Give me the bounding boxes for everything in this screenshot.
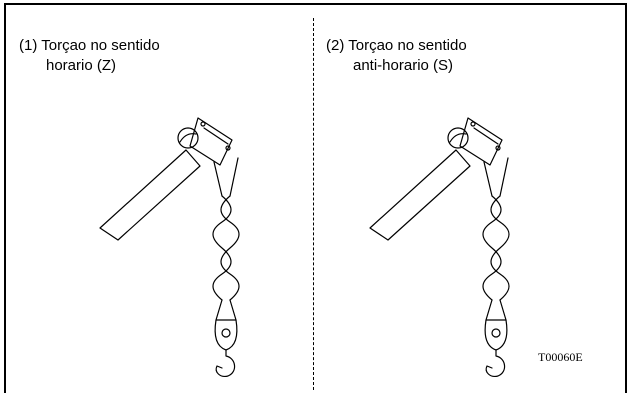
panel-2-sheave-block xyxy=(459,117,503,166)
panel-1-crane-illustration xyxy=(99,117,240,377)
panel-1-boom xyxy=(99,149,201,241)
figure-frame xyxy=(4,3,627,393)
panel-2-crane-illustration xyxy=(369,117,510,377)
figure-code: T00060E xyxy=(538,350,583,364)
panel-1-title-line2: horario (Z) xyxy=(46,57,117,74)
panel-2-title-line2: anti-horario (S) xyxy=(353,57,454,74)
panel-2-twisted-rope xyxy=(490,195,510,301)
panel-1-caption: (1) Torçao no sentido horario (Z) xyxy=(19,36,160,76)
panel-2-hook-block xyxy=(484,319,508,351)
panel-1-hook xyxy=(215,349,236,377)
panel-1-title-line1: Torçao no sentido xyxy=(41,37,160,54)
panel-2-title-line1: Torçao no sentido xyxy=(348,37,467,54)
panel-2-caption: (2) Torçao no sentido anti-horario (S) xyxy=(326,36,467,76)
panel-2-number: (2) xyxy=(326,37,345,54)
panel-1-hook-block xyxy=(214,319,238,351)
panel-2-hook xyxy=(485,349,506,377)
panel-1-number: (1) xyxy=(19,37,38,54)
panel-2-boom xyxy=(369,149,471,241)
panel-1-twisted-rope xyxy=(212,195,232,301)
panel-1-sheave-block xyxy=(189,117,233,166)
panel-2-boom-pulley xyxy=(447,127,469,149)
panel-divider xyxy=(313,18,314,390)
panel-1-boom-pulley xyxy=(177,127,199,149)
